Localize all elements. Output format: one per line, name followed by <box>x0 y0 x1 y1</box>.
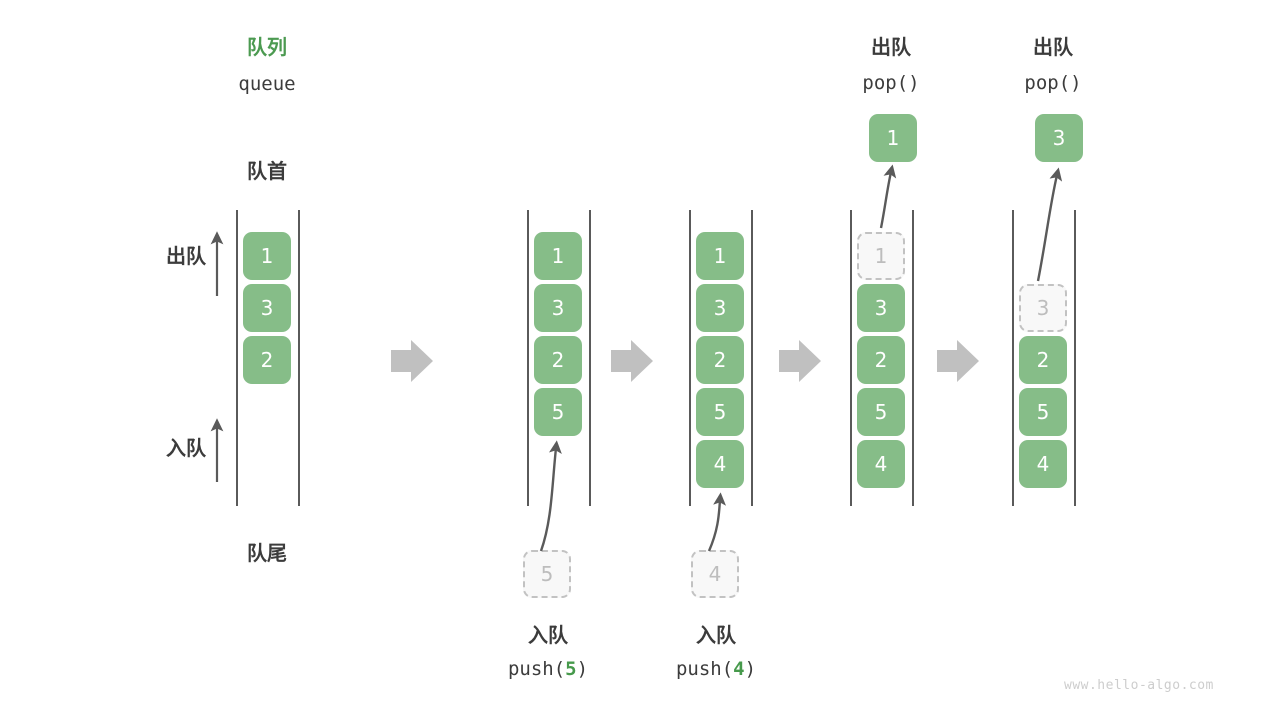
queue-item: 5 <box>696 388 744 436</box>
push-argument: 4 <box>733 658 745 680</box>
push-arrow-5 <box>539 440 562 552</box>
queue-item: 3 <box>857 284 905 332</box>
popped-item: 1 <box>869 114 917 162</box>
push-prefix: push( <box>675 658 734 680</box>
popped-item: 3 <box>1035 114 1083 162</box>
queue-rail-right-2 <box>589 210 591 506</box>
stage-transition-arrow <box>611 340 653 382</box>
stage-transition-arrow <box>779 340 821 382</box>
dequeue-direction-label: 出队 <box>166 244 206 268</box>
push-prefix: push( <box>507 658 566 680</box>
queue-item: 4 <box>696 440 744 488</box>
removed-item-slot: 3 <box>1019 284 1067 332</box>
push-suffix: ) <box>744 658 757 680</box>
queue-item: 2 <box>534 336 582 384</box>
removed-item-slot: 1 <box>857 232 905 280</box>
pending-push-item: 4 <box>691 550 739 598</box>
queue-rail-right-3 <box>751 210 753 506</box>
push-operation-label-cn: 入队 <box>696 623 736 647</box>
queue-item: 5 <box>534 388 582 436</box>
queue-tail-label: 队尾 <box>247 541 287 565</box>
queue-item: 2 <box>243 336 291 384</box>
queue-item: 4 <box>857 440 905 488</box>
pop-operation-label-cn: 出队 <box>1033 35 1073 59</box>
queue-rail-left-5 <box>1012 210 1014 506</box>
queue-item: 5 <box>1019 388 1067 436</box>
enqueue-direction-label: 入队 <box>166 436 206 460</box>
push-operation-label-mono: push(4) <box>656 656 776 682</box>
pop-arrow-1 <box>879 164 897 229</box>
queue-item: 1 <box>696 232 744 280</box>
queue-item: 5 <box>857 388 905 436</box>
queue-rail-right-1 <box>298 210 300 506</box>
pop-operation-label-mono: pop() <box>862 72 920 94</box>
site-watermark: www.hello-algo.com <box>1064 678 1214 693</box>
queue-rail-right-4 <box>912 210 914 506</box>
push-suffix: ) <box>576 658 589 680</box>
diagram-title-en: queue <box>238 73 296 95</box>
queue-item: 4 <box>1019 440 1067 488</box>
push-argument: 5 <box>565 658 577 680</box>
queue-rail-left-2 <box>527 210 529 506</box>
stage-transition-arrow <box>937 340 979 382</box>
pop-operation-label-cn: 出队 <box>871 35 911 59</box>
push-operation-label-cn: 入队 <box>528 623 568 647</box>
diagram-title-cn: 队列 <box>247 35 287 59</box>
push-arrow-4 <box>707 492 727 552</box>
queue-head-label: 队首 <box>247 159 287 183</box>
queue-rail-left-3 <box>689 210 691 506</box>
queue-rail-right-5 <box>1074 210 1076 506</box>
queue-item: 3 <box>696 284 744 332</box>
pop-operation-label-mono: pop() <box>1024 72 1082 94</box>
pop-arrow-3 <box>1036 167 1063 282</box>
queue-item: 1 <box>534 232 582 280</box>
queue-item: 2 <box>696 336 744 384</box>
stage-transition-arrow <box>391 340 433 382</box>
queue-item: 2 <box>857 336 905 384</box>
queue-rail-left-4 <box>850 210 852 506</box>
queue-rail-left-1 <box>236 210 238 506</box>
pending-push-item: 5 <box>523 550 571 598</box>
queue-item: 3 <box>243 284 291 332</box>
queue-item: 3 <box>534 284 582 332</box>
push-operation-label-mono: push(5) <box>488 656 608 682</box>
queue-item: 2 <box>1019 336 1067 384</box>
queue-item: 1 <box>243 232 291 280</box>
